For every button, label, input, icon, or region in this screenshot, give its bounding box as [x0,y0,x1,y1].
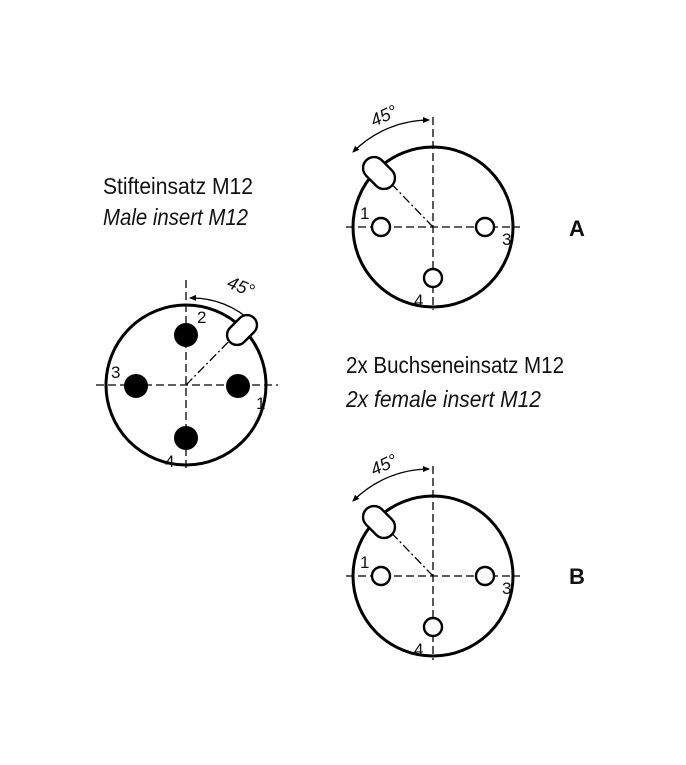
male-pin-3 [124,374,148,398]
female-a-coding-key [361,155,397,191]
female-b-socket-1 [370,565,392,587]
male-pin-label-4: 4 [165,452,174,471]
female-b-pin-label-1: 1 [360,553,369,572]
female-title-en: 2x female insert M12 [345,386,541,412]
female-b-socket-3 [474,565,496,587]
male-pin-4 [174,426,198,450]
female-b-coding-key [361,504,397,540]
female-a-socket-3 [474,216,496,238]
female-a-pin-label-4: 4 [414,291,423,310]
female-a-socket-1 [370,216,392,238]
female-insert-a: 45° 1 3 4 A [346,101,585,310]
female-a-pin-label-1: 1 [360,204,369,223]
female-b-socket-4 [422,616,444,638]
male-title-de: Stifteinsatz M12 [103,173,253,199]
male-pin-1 [226,374,250,398]
male-pin-2 [174,323,198,347]
female-a-angle-arc [352,117,430,153]
female-b-pin-label-3: 3 [502,579,511,598]
female-b-angle-arc [352,466,430,502]
male-title-en: Male insert M12 [103,204,248,230]
female-b-pin-label-4: 4 [414,640,423,659]
female-a-socket-4 [422,267,444,289]
female-title-de: 2x Buchseneinsatz M12 [346,352,564,378]
male-coding-key [225,313,259,347]
male-pin-label-3: 3 [111,363,120,382]
view-label-b: B [569,564,585,589]
male-angle-label: 45° [225,272,258,301]
male-pin-label-2: 2 [197,308,206,327]
male-pin-label-1: 1 [256,394,265,413]
view-label-a: A [569,216,585,241]
female-insert-b: 45° 1 3 4 B [346,450,585,660]
female-a-pin-label-3: 3 [502,230,511,249]
male-insert: Stifteinsatz M12 Male insert M12 45° 1 2… [96,173,278,471]
